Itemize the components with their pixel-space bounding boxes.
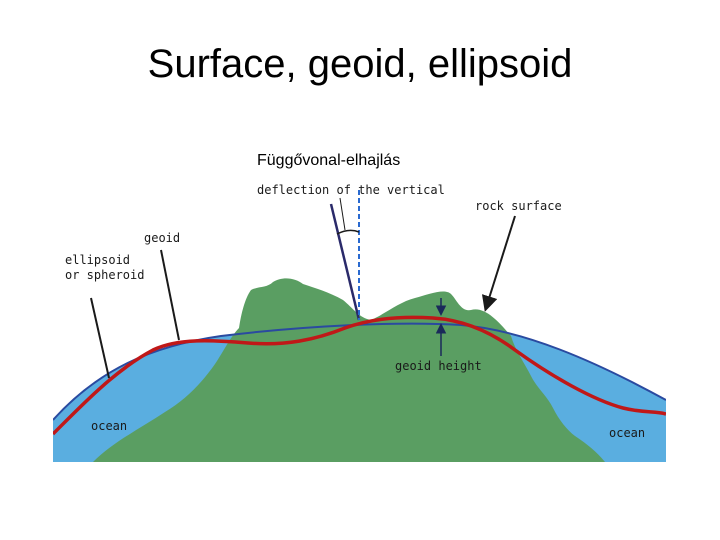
deflection-leader	[340, 198, 345, 230]
ocean-label-left: ocean	[91, 419, 127, 433]
ellipsoid-label-line1: ellipsoid	[65, 253, 130, 267]
rock-surface-leader	[486, 216, 515, 308]
ocean-label-right: ocean	[609, 426, 645, 440]
geoid-diagram: Függővonal-elhajlás deflection of the ve…	[53, 138, 666, 462]
slide-title: Surface, geoid, ellipsoid	[0, 42, 720, 87]
geoid-leader	[161, 250, 179, 340]
geoid-label: geoid	[144, 231, 180, 245]
ellipsoid-leader	[91, 298, 109, 378]
deflection-angle-arc	[337, 230, 359, 234]
hungarian-caption: Függővonal-elhajlás	[257, 152, 400, 169]
geoid-height-label: geoid height	[395, 359, 482, 373]
ellipsoid-label-line2: or spheroid	[65, 268, 144, 282]
deflection-label: deflection of the vertical	[257, 183, 445, 197]
rock-surface-label: rock surface	[475, 199, 562, 213]
diagram-svg: Függővonal-elhajlás deflection of the ve…	[53, 138, 666, 462]
